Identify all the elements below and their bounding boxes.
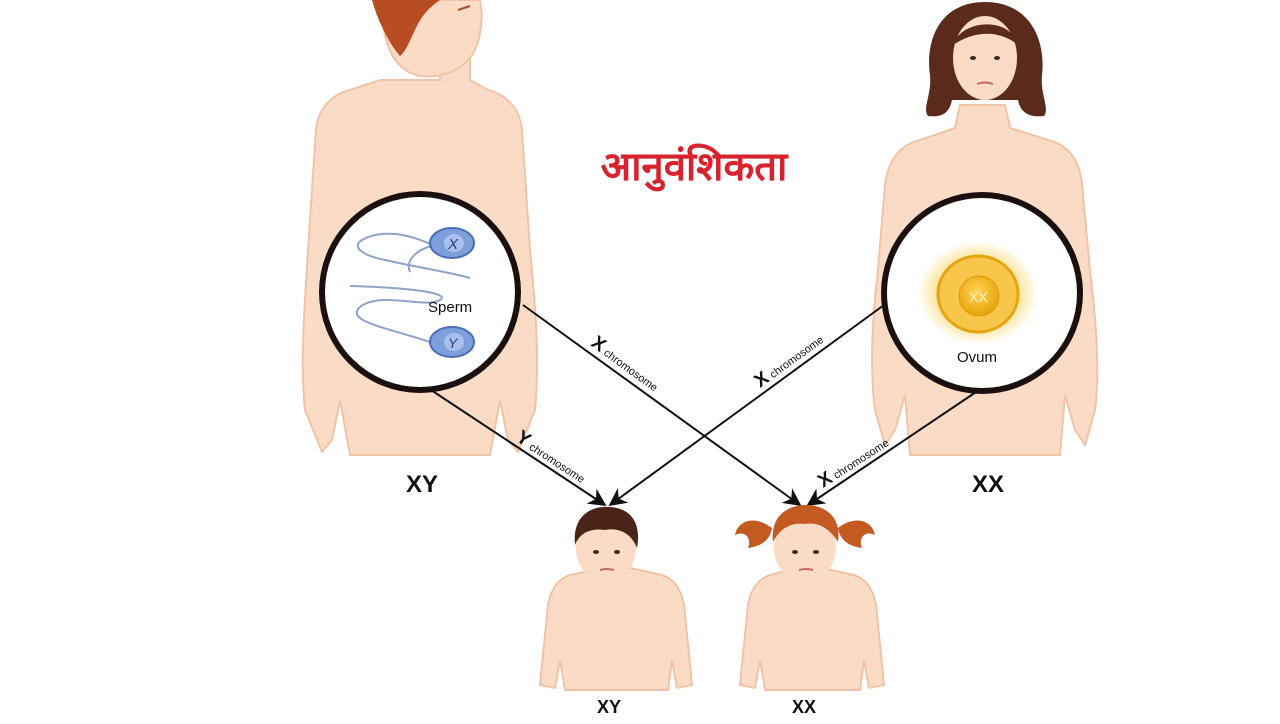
ovum-cell-circle: XX Ovum (881, 192, 1083, 394)
girl-mouth (798, 568, 814, 571)
girl-eye-left (792, 550, 798, 554)
sperm-cell-circle: X Y Sperm (319, 191, 521, 393)
father-eyebrow (457, 5, 471, 11)
sperm-y-label: Y (448, 335, 459, 351)
mother-fringe (953, 24, 1018, 45)
label-father-x: X chromosome (587, 332, 660, 394)
ovum-chromosomes: XX (969, 289, 988, 305)
ovum-label: Ovum (957, 349, 997, 366)
label-father-y: Y chromosome (512, 427, 587, 486)
girl-hair (772, 505, 839, 542)
sperm-tail-1b (407, 245, 433, 273)
father-hair (372, 0, 440, 56)
boy-eye-left (593, 550, 599, 554)
arrows (427, 304, 983, 507)
boy-body (538, 554, 694, 691)
mother-eye-left (970, 56, 976, 60)
label-mother-x1: X chromosome (751, 334, 827, 392)
girl-figure (735, 505, 886, 691)
label-father-x-word: chromosome (601, 347, 659, 394)
boy-genotype: XY (597, 697, 621, 717)
girl-pigtail-right (838, 520, 875, 548)
label-mother-x1-word: chromosome (768, 334, 826, 381)
mother-eye-right (994, 56, 1000, 60)
sperm-tail-1 (356, 232, 471, 279)
mother-mouth (976, 81, 994, 85)
boy-mouth (599, 568, 615, 571)
arrow-mother-x1 (608, 304, 885, 507)
boy-figure (538, 506, 694, 691)
page-title: आनुवंशिकता (601, 143, 789, 192)
mother-face (953, 16, 1017, 100)
label-mother-x2-word: chromosome (832, 437, 892, 482)
boy-hair (574, 506, 639, 548)
boy-eye-right (614, 550, 620, 554)
arrow-father-y (427, 387, 607, 506)
mother-genotype: XX (972, 471, 1004, 498)
girl-face (774, 514, 836, 582)
girl-eye-right (813, 550, 819, 554)
arrow-mother-x2 (806, 387, 983, 507)
label-father-y-word: chromosome (527, 441, 587, 486)
sperm-label: Sperm (428, 299, 472, 316)
girl-genotype: XX (792, 697, 816, 717)
girl-pigtail-left (735, 520, 772, 548)
arrow-father-x (522, 304, 802, 507)
father-genotype: XY (406, 471, 438, 498)
girl-body (738, 554, 886, 691)
ovum-nucleus (958, 275, 1000, 317)
sperm-x-label: X (447, 236, 459, 253)
sperm-tail-2 (349, 285, 443, 343)
label-mother-x2: X chromosome (814, 437, 892, 492)
